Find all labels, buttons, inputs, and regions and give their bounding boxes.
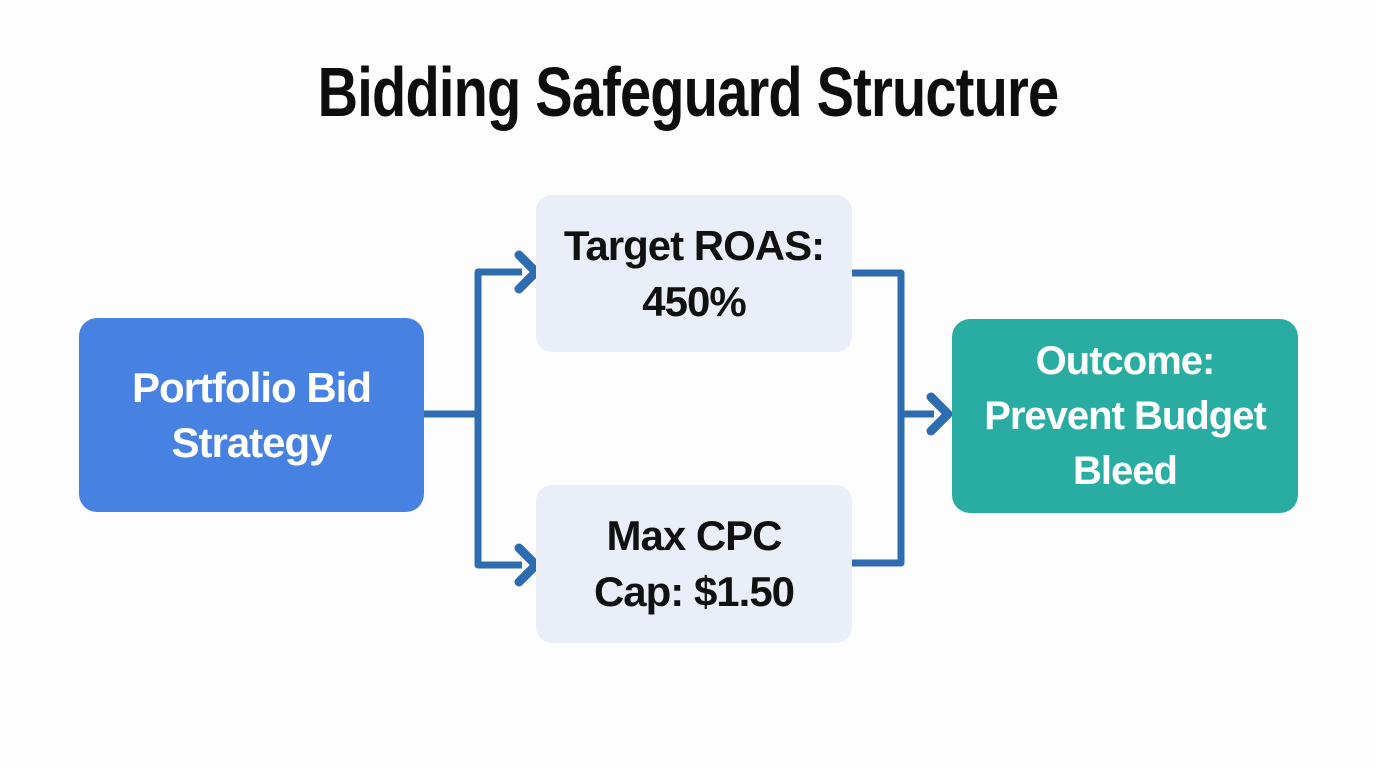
node-label-line: Strategy bbox=[171, 419, 332, 466]
node-label-line: Portfolio Bid bbox=[132, 364, 372, 411]
page-title: Bidding Safeguard Structure bbox=[317, 53, 1060, 131]
node-max-cpc-cap: Max CPC Cap: $1.50 bbox=[536, 485, 852, 643]
node-label-line: Cap: $1.50 bbox=[593, 568, 795, 615]
node-label-line: Target ROAS: bbox=[563, 221, 825, 269]
node-label-line: Prevent Budget bbox=[984, 393, 1267, 438]
arrowhead-icon bbox=[514, 250, 541, 294]
node-portfolio-bid-strategy: Portfolio Bid Strategy bbox=[79, 318, 424, 512]
edge-source-branches bbox=[474, 268, 522, 569]
node-outcome-prevent-budget-bleed: Outcome: Prevent Budget Bleed bbox=[952, 319, 1298, 513]
node-target-roas: Target ROAS: 450% bbox=[536, 195, 852, 352]
node-label-line: Bleed bbox=[1073, 448, 1178, 493]
node-label-line: Max CPC bbox=[606, 512, 782, 559]
arrowhead-icon bbox=[514, 543, 541, 587]
edge-merge-branches bbox=[852, 269, 905, 567]
node-label-line: Outcome: bbox=[1035, 338, 1216, 383]
arrowhead-icon bbox=[926, 392, 953, 436]
node-label-line: 450% bbox=[642, 277, 746, 325]
